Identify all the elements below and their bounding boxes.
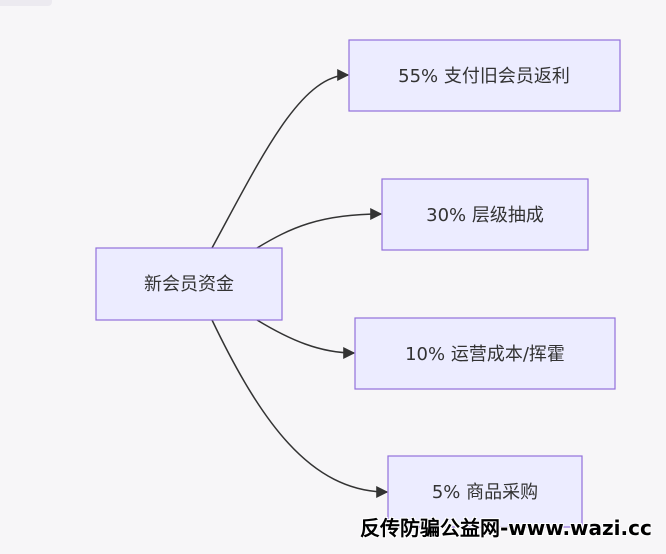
node-new-member-funds: 新会员资金 bbox=[95, 247, 283, 321]
node-operating-cost: 10% 运营成本/挥霍 bbox=[354, 317, 616, 390]
node-label: 5% 商品采购 bbox=[432, 482, 538, 503]
watermark: 反传防骗公益网-www.wazi.cc bbox=[360, 516, 652, 540]
edge-to-rebate bbox=[211, 69, 350, 249]
node-product-purchasing: 5% 商品采购 bbox=[387, 455, 583, 528]
edge-to-purchasing bbox=[211, 319, 389, 498]
node-old-member-rebate: 55% 支付旧会员返利 bbox=[348, 39, 621, 112]
node-label: 10% 运营成本/挥霍 bbox=[405, 344, 565, 365]
edge-to-operations bbox=[256, 319, 356, 359]
node-label: 30% 层级抽成 bbox=[426, 205, 544, 226]
edge-to-commission bbox=[256, 208, 383, 249]
node-label: 55% 支付旧会员返利 bbox=[398, 66, 570, 87]
top-corner-decoration bbox=[0, 0, 52, 6]
node-label: 新会员资金 bbox=[144, 274, 234, 295]
node-level-commission: 30% 层级抽成 bbox=[381, 178, 589, 251]
